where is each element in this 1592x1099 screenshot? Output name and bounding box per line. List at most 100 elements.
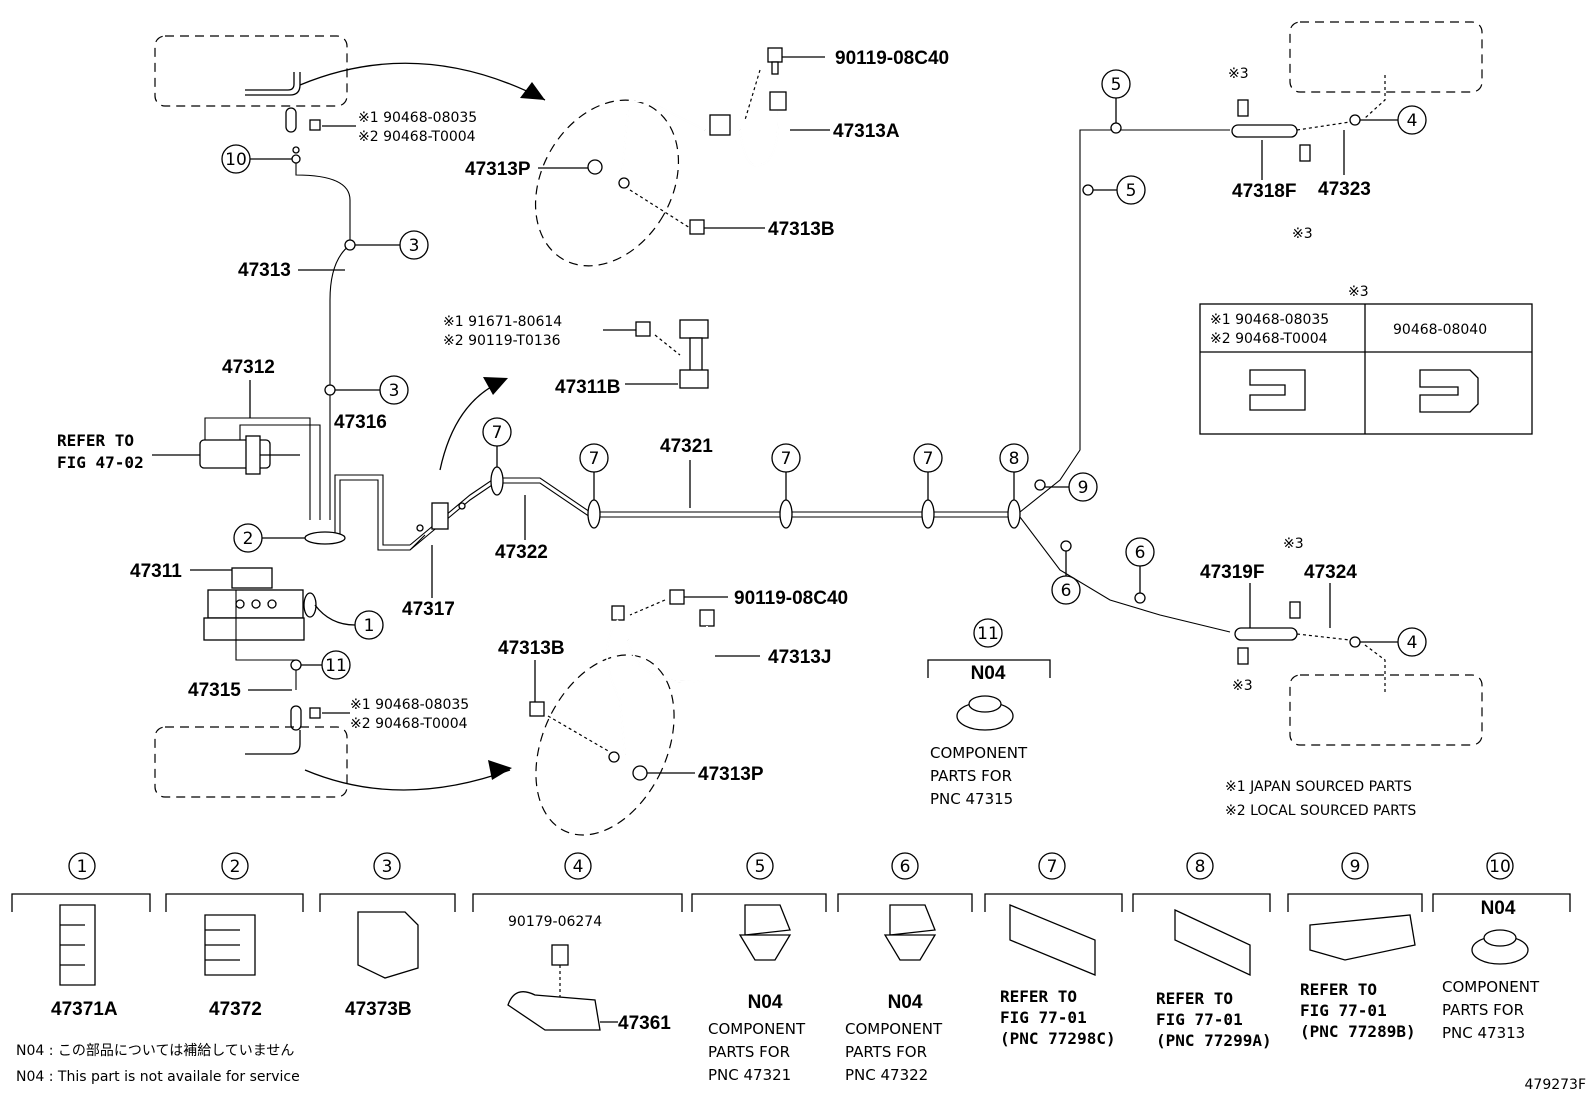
hose-detail-top	[534, 99, 680, 267]
clamp-47361-icon	[507, 991, 601, 1031]
label-47312: 47312	[222, 357, 275, 378]
label-47311B: 47311B	[555, 377, 621, 398]
note-n04-japanese: N04 : この部品については補給していません	[16, 1043, 294, 1059]
label-47324: 47324	[1304, 562, 1357, 583]
legend-10-l1: COMPONENT	[1442, 978, 1540, 996]
legend-6-code: N04	[888, 992, 923, 1013]
mark3-b: ※3	[1292, 226, 1313, 242]
n04-center-desc1: COMPONENT	[930, 744, 1028, 762]
hose-47319F	[1234, 627, 1298, 641]
mark3-a: ※3	[1228, 66, 1249, 82]
legend-9-num: 9	[1350, 857, 1361, 877]
legend-9-l1: REFER TO	[1300, 980, 1377, 999]
legend-5-code: N04	[748, 992, 783, 1013]
label-47316: 47316	[334, 412, 387, 433]
callout-7b-text: 7	[589, 449, 600, 469]
label-47319F: 47319F	[1200, 562, 1264, 583]
bottom-clip-label-2: ※2 90468-T0004	[350, 716, 468, 732]
callout-7c-text: 7	[781, 449, 792, 469]
n04-center-desc2: PARTS FOR	[930, 767, 1012, 785]
refer-to-label: REFER TO	[57, 431, 134, 450]
union-47317	[431, 502, 449, 530]
refer-to-fig-label: FIG 47-02	[57, 453, 144, 472]
legend-10-l3: PNC 47313	[1442, 1024, 1525, 1042]
label-90119-bottom: 90119-08C40	[734, 588, 848, 609]
callout-4b-text: 4	[1407, 633, 1418, 653]
clip-47372-icon	[204, 914, 256, 976]
clip-n04-47322-icon	[883, 934, 937, 961]
clamp-77298C-icon	[1009, 904, 1096, 976]
clamp-77299A-icon	[1174, 908, 1251, 977]
bolt-label-1: ※1 91671-80614	[443, 314, 562, 330]
legend-5-num: 5	[755, 857, 766, 877]
legend-9-l2: FIG 77-01	[1300, 1001, 1387, 1020]
callout-2-text: 2	[243, 529, 254, 549]
front-wheel-outline-top	[154, 35, 348, 107]
clamp-77289B-icon	[1309, 914, 1416, 961]
label-47313B-top: 47313B	[768, 219, 835, 240]
legend-3-label: 47373B	[345, 999, 412, 1020]
legend-3-num: 3	[382, 857, 393, 877]
bolt-label-2: ※2 90119-T0136	[443, 333, 561, 349]
legend-10-l2: PARTS FOR	[1442, 1001, 1524, 1019]
label-47322: 47322	[495, 542, 548, 563]
callout-7a-text: 7	[492, 423, 503, 443]
label-47321: 47321	[660, 436, 713, 457]
callout-4a-text: 4	[1407, 111, 1418, 131]
label-47317: 47317	[402, 599, 455, 620]
legend-7-l2: FIG 77-01	[1000, 1008, 1087, 1027]
label-47313J: 47313J	[768, 647, 831, 668]
top-clip-label-1: ※1 90468-08035	[358, 110, 477, 126]
legend-8-l2: FIG 77-01	[1156, 1010, 1243, 1029]
clip-table-col1-line2: ※2 90468-T0004	[1210, 331, 1328, 347]
legend-8-num: 8	[1195, 857, 1206, 877]
callout-8-text: 8	[1009, 449, 1020, 469]
label-47313: 47313	[238, 260, 291, 281]
label-47313P-top: 47313P	[465, 159, 531, 180]
label-47323: 47323	[1318, 179, 1371, 200]
legend-10-code: N04	[1481, 898, 1516, 919]
label-47313A: 47313A	[833, 121, 900, 142]
clip-table-mark: ※3	[1348, 284, 1369, 300]
legend-1-num: 1	[77, 857, 88, 877]
rear-wheel-outline-top	[1289, 21, 1483, 93]
legend-6-l1: COMPONENT	[845, 1020, 943, 1038]
n04-center-code: N04	[971, 663, 1006, 684]
bottom-clip-label-1: ※1 90468-08035	[350, 697, 469, 713]
clip-table-col2: 90468-08040	[1393, 322, 1487, 338]
clip-table-col1-line1: ※1 90468-08035	[1210, 312, 1329, 328]
legend-8-l3: (PNC 77299A)	[1156, 1031, 1272, 1050]
legend-10-num: 10	[1489, 857, 1511, 877]
callout-10-text: 10	[225, 150, 247, 170]
top-clip-label-2: ※2 90468-T0004	[358, 129, 476, 145]
callout-5b-text: 5	[1126, 181, 1137, 201]
note-n04-english: N04 : This part is not availale for serv…	[16, 1069, 300, 1085]
note-japan-sourced: ※1 JAPAN SOURCED PARTS	[1225, 779, 1412, 795]
legend-2-num: 2	[230, 857, 241, 877]
legend-4-label: 47361	[618, 1013, 671, 1034]
legend-5-l3: PNC 47321	[708, 1066, 791, 1084]
label-90119-top: 90119-08C40	[835, 48, 949, 69]
front-wheel-outline-bottom	[154, 726, 348, 798]
legend-1-label: 47371A	[51, 999, 118, 1020]
clip-table	[1199, 303, 1533, 435]
figure-id: 479273F	[1525, 1077, 1587, 1093]
callout-9-text: 9	[1078, 478, 1089, 498]
legend-5-l2: PARTS FOR	[708, 1043, 790, 1061]
callout-11-text: 11	[325, 656, 347, 676]
legend-5-l1: COMPONENT	[708, 1020, 806, 1038]
hose-detail-bottom	[535, 654, 675, 836]
legend-7-l3: (PNC 77298C)	[1000, 1029, 1116, 1048]
callout-6a-text: 6	[1135, 543, 1146, 563]
hose-47318F	[1231, 124, 1298, 138]
legend-2-label: 47372	[209, 999, 262, 1020]
clip-47373B-icon	[357, 911, 419, 979]
legend-6-l3: PNC 47322	[845, 1066, 928, 1084]
legend-4-num: 4	[573, 857, 584, 877]
clip-47371A-icon	[59, 904, 96, 986]
callout-5a-text: 5	[1111, 75, 1122, 95]
callout-3a-text: 3	[409, 236, 420, 256]
n04-center-num: 11	[977, 624, 999, 644]
